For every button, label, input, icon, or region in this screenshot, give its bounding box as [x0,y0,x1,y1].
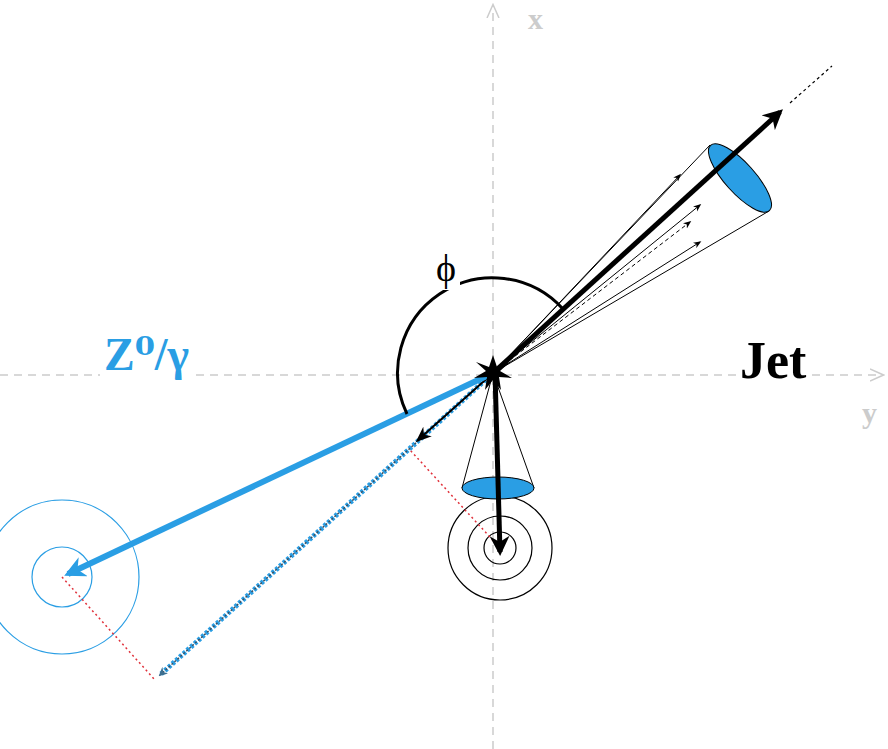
cone-edge [493,145,710,373]
jet2-arrow [495,373,500,552]
z-outer-circle [0,500,139,654]
phi-arc [398,278,563,414]
particle-arrow [493,175,680,373]
boson-label: Z⁰/γ [100,330,193,381]
boson-arrow [68,373,493,574]
axis-label: x [524,2,547,35]
projection-line [410,450,500,548]
cone-edge [493,211,769,373]
jet-label: Jet [736,332,810,389]
axis-label: y [858,396,881,429]
particle-arrow [493,242,700,373]
projection-line [62,577,155,680]
angle-label: ϕ [432,248,460,290]
jet-axis [790,66,832,103]
particle-arrow [493,222,690,373]
projected-recoil-arrow [160,373,493,675]
cone-edge [462,373,493,488]
projected-jet-arrow [418,373,493,440]
projected-recoil-core [160,373,493,675]
interaction-point [474,355,512,390]
